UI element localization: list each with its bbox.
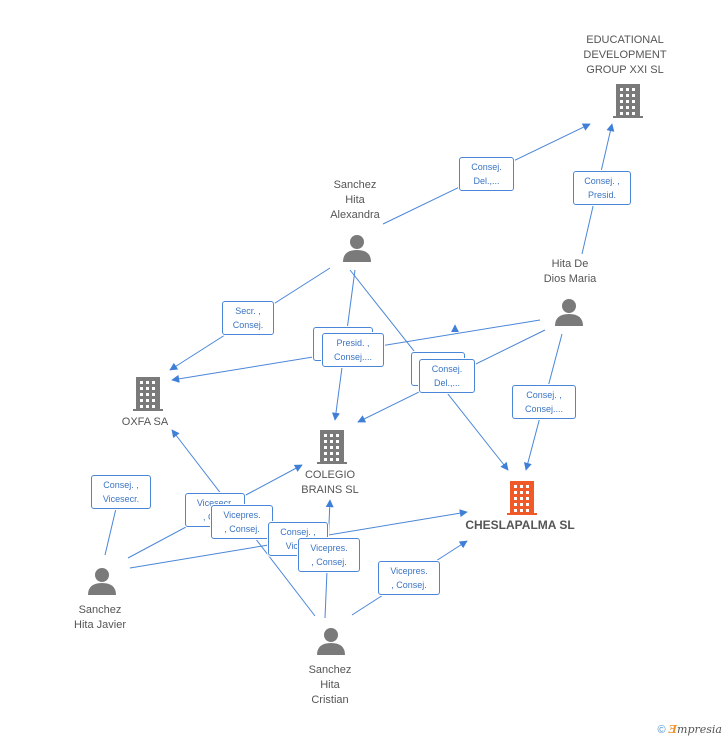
edge-label-javier-oxfa[interactable]: Consej. , Vicesecr. [91, 475, 151, 509]
node-sanchez-hita-javier[interactable]: Sanchez Hita Javier [50, 603, 150, 633]
person-icon[interactable] [317, 628, 345, 655]
building-icon[interactable] [133, 377, 163, 411]
node-sanchez-hita-alexandra[interactable]: Sanchez Hita Alexandra [305, 178, 405, 223]
edge-label-alexandra-educational[interactable]: Consej. Del.,... [459, 157, 514, 191]
node-label: Sanchez Hita Javier [74, 604, 126, 631]
copyright-icon: © [657, 724, 666, 736]
brand-logo: Ǝmpresia [668, 723, 722, 736]
node-label: COLEGIO BRAINS SL [301, 469, 359, 496]
node-label: Sanchez Hita Cristian [308, 664, 352, 706]
building-icon[interactable] [317, 430, 347, 464]
edge-label-presid-consej[interactable]: Presid. , Consej.... [322, 333, 384, 367]
node-label: OXFA SA [121, 416, 169, 428]
edge-label-consej-del[interactable]: Consej. Del.,... [419, 359, 475, 393]
footer-brand: © Ǝmpresia [657, 723, 722, 736]
person-icon[interactable] [343, 235, 371, 262]
node-educational-development-group[interactable]: EDUCATIONAL DEVELOPMENT GROUP XXI SL [570, 33, 680, 78]
node-cheslapalma[interactable]: CHESLAPALMA SL [455, 518, 585, 533]
node-label: EDUCATIONAL DEVELOPMENT GROUP XXI SL [583, 34, 667, 76]
node-hita-de-dios-maria[interactable]: Hita De Dios Maria [520, 257, 620, 287]
node-oxfa-sa[interactable]: OXFA SA [105, 415, 185, 430]
node-label: CHESLAPALMA SL [465, 518, 575, 532]
person-icon[interactable] [555, 299, 583, 326]
node-sanchez-hita-cristian[interactable]: Sanchez Hita Cristian [280, 663, 380, 708]
edge-label-hita-educational[interactable]: Consej. , Presid. [573, 171, 631, 205]
building-icon[interactable] [507, 481, 537, 515]
node-label: Hita De Dios Maria [543, 258, 597, 285]
edge-label-vicepres-b[interactable]: Vicepres. , Consej. [298, 538, 360, 572]
edge-label-alexandra-oxfa[interactable]: Secr. , Consej. [222, 301, 274, 335]
person-icon[interactable] [88, 568, 116, 595]
building-icon[interactable] [613, 84, 643, 118]
node-colegio-brains[interactable]: COLEGIO BRAINS SL [285, 468, 375, 498]
node-label: Sanchez Hita Alexandra [330, 179, 380, 221]
edge-label-hita-cheslapalma[interactable]: Consej. , Consej.... [512, 385, 576, 419]
edge-label-vicepres-a[interactable]: Vicepres. , Consej. [211, 505, 273, 539]
edge-label-vicepres-c[interactable]: Vicepres. , Consej. [378, 561, 440, 595]
